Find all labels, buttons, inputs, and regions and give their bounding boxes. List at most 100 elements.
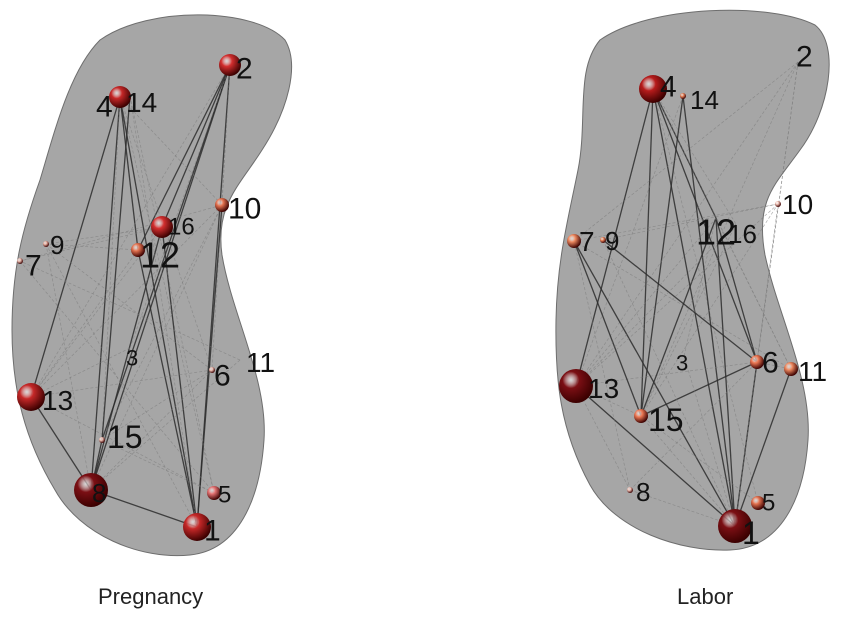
- pregnancy-node-label-6: 6: [214, 360, 231, 393]
- labor-node-15: [634, 409, 648, 423]
- pregnancy-node-label-14: 14: [126, 87, 157, 118]
- labor-node-label-12: 12: [696, 212, 736, 253]
- pregnancy-node-label-11: 11: [246, 347, 275, 378]
- pregnancy-node-16: [151, 216, 173, 238]
- pregnancy-node-label-10: 10: [228, 193, 261, 226]
- labor-edge-10-13: [575, 203, 779, 387]
- labor-edge-6-12: [715, 217, 758, 363]
- labor-edge-5-15: [640, 415, 759, 504]
- pregnancy-node-2: [219, 54, 241, 76]
- pregnancy-node-4: [109, 86, 131, 108]
- pregnancy-node-label-2: 2: [236, 53, 253, 86]
- labor-edge-13-1: [575, 385, 736, 527]
- labor-node-6: [750, 355, 764, 369]
- pregnancy-edge-11-7: [19, 260, 241, 361]
- pregnancy-edge-9-1: [45, 243, 198, 528]
- pregnancy-edge-13-6: [30, 369, 213, 398]
- pregnancy-edge-4-13: [30, 96, 121, 398]
- pregnancy-edge-8-13: [30, 396, 92, 491]
- labor-edge-3-12: [683, 217, 717, 357]
- pregnancy-edge-9-16: [45, 226, 163, 245]
- pregnancy-node-7: [17, 258, 23, 264]
- pregnancy-edge-16-1: [161, 226, 198, 528]
- pregnancy-edge-10-13: [30, 204, 223, 398]
- pregnancy-node-label-8: 8: [92, 478, 106, 508]
- labor-node-label-14: 14: [690, 85, 719, 115]
- pregnancy-edge-14-1: [129, 95, 198, 528]
- labor-node-5: [751, 496, 765, 510]
- pregnancy-edge-3-13: [30, 347, 131, 398]
- labor-edge-14-15: [640, 95, 684, 417]
- caption-labor: Labor: [677, 584, 734, 609]
- pregnancy-node-12: [131, 243, 145, 257]
- pregnancy-edge-5-15: [101, 439, 215, 494]
- labor-node-8: [627, 487, 633, 493]
- pregnancy-edge-2-12: [137, 64, 231, 251]
- pregnancy-edge-10-15: [101, 204, 223, 441]
- pregnancy-node-10: [215, 198, 229, 212]
- pregnancy-edge-4-1: [119, 96, 198, 528]
- pregnancy-edge-5-13: [30, 396, 215, 494]
- labor-edge-11-1: [734, 368, 792, 527]
- labor-node-9: [600, 237, 606, 243]
- labor-edge-7-11: [573, 240, 792, 370]
- labor-node-label-9: 9: [605, 226, 619, 256]
- labor-edge-9-1: [602, 239, 736, 527]
- pregnancy-edge-4-8: [90, 96, 121, 491]
- pregnancy-node-label-3: 3: [126, 346, 138, 371]
- labor-node-10: [775, 201, 781, 207]
- pregnancy-node-label-1: 1: [204, 515, 221, 548]
- labor-edge-4-16: [652, 88, 737, 225]
- labor-node-label-5: 5: [762, 489, 775, 516]
- labor-node-14: [680, 93, 686, 99]
- pregnancy-edge-2-16: [161, 64, 231, 228]
- pregnancy-edge-12-1: [137, 249, 198, 528]
- pregnancy-node-5: [207, 486, 221, 500]
- labor-edge-15-1: [640, 415, 736, 527]
- pregnancy-node-label-15: 15: [107, 419, 143, 455]
- labor-node-label-2: 2: [796, 41, 813, 74]
- pregnancy-node-1: [183, 513, 211, 541]
- labor-edge-15-6: [640, 361, 758, 417]
- pregnancy-edge-16-7: [19, 226, 163, 262]
- labor-node-label-10: 10: [782, 189, 813, 220]
- labor-edge-11-12: [715, 217, 792, 370]
- labor-edge-13-8: [575, 385, 631, 491]
- pregnancy-edge-8-1: [90, 489, 198, 528]
- labor-node-4: [639, 75, 667, 103]
- pregnancy-node-9: [43, 241, 49, 247]
- pregnancy-edge-12-13: [30, 249, 139, 398]
- pregnancy-node-label-16: 16: [168, 213, 195, 240]
- pregnancy-edge-9-8: [45, 243, 92, 491]
- pregnancy-edge-3-2: [129, 64, 231, 349]
- labor-edge-9-6: [602, 239, 758, 363]
- pregnancy-edge-2-15: [101, 64, 231, 441]
- caption-pregnancy: Pregnancy: [98, 584, 204, 609]
- labor-edge-4-1: [652, 88, 736, 527]
- labor-node-label-15: 15: [648, 402, 684, 438]
- labor-edge-8-1: [629, 489, 736, 527]
- labor-edge-7-1: [573, 240, 736, 527]
- pregnancy-edge-4-5: [119, 96, 215, 494]
- labor-edge-2-13: [575, 61, 799, 387]
- labor-edge-16-13: [575, 223, 737, 387]
- pregnancy-edge-14-5: [129, 95, 215, 494]
- labor-edge-13-6: [575, 361, 758, 387]
- labor-node-label-7: 7: [579, 226, 595, 257]
- labor-node-label-13: 13: [588, 373, 619, 404]
- labor-node-7: [567, 234, 581, 248]
- pregnancy-edge-10-8: [90, 204, 223, 491]
- labor-node-label-1: 1: [742, 515, 760, 551]
- pregnancy-node-label-12: 12: [140, 235, 180, 276]
- labor-edge-4-15: [640, 88, 654, 417]
- labor-node-13: [559, 369, 593, 403]
- pregnancy-node-label-7: 7: [25, 250, 42, 283]
- labor-edge-15-10: [640, 203, 779, 417]
- pregnancy-node-13: [17, 383, 45, 411]
- labor-edge-3-1: [683, 355, 736, 527]
- labor-edge-8-7: [573, 240, 631, 491]
- labor-edge-4-5: [652, 88, 759, 504]
